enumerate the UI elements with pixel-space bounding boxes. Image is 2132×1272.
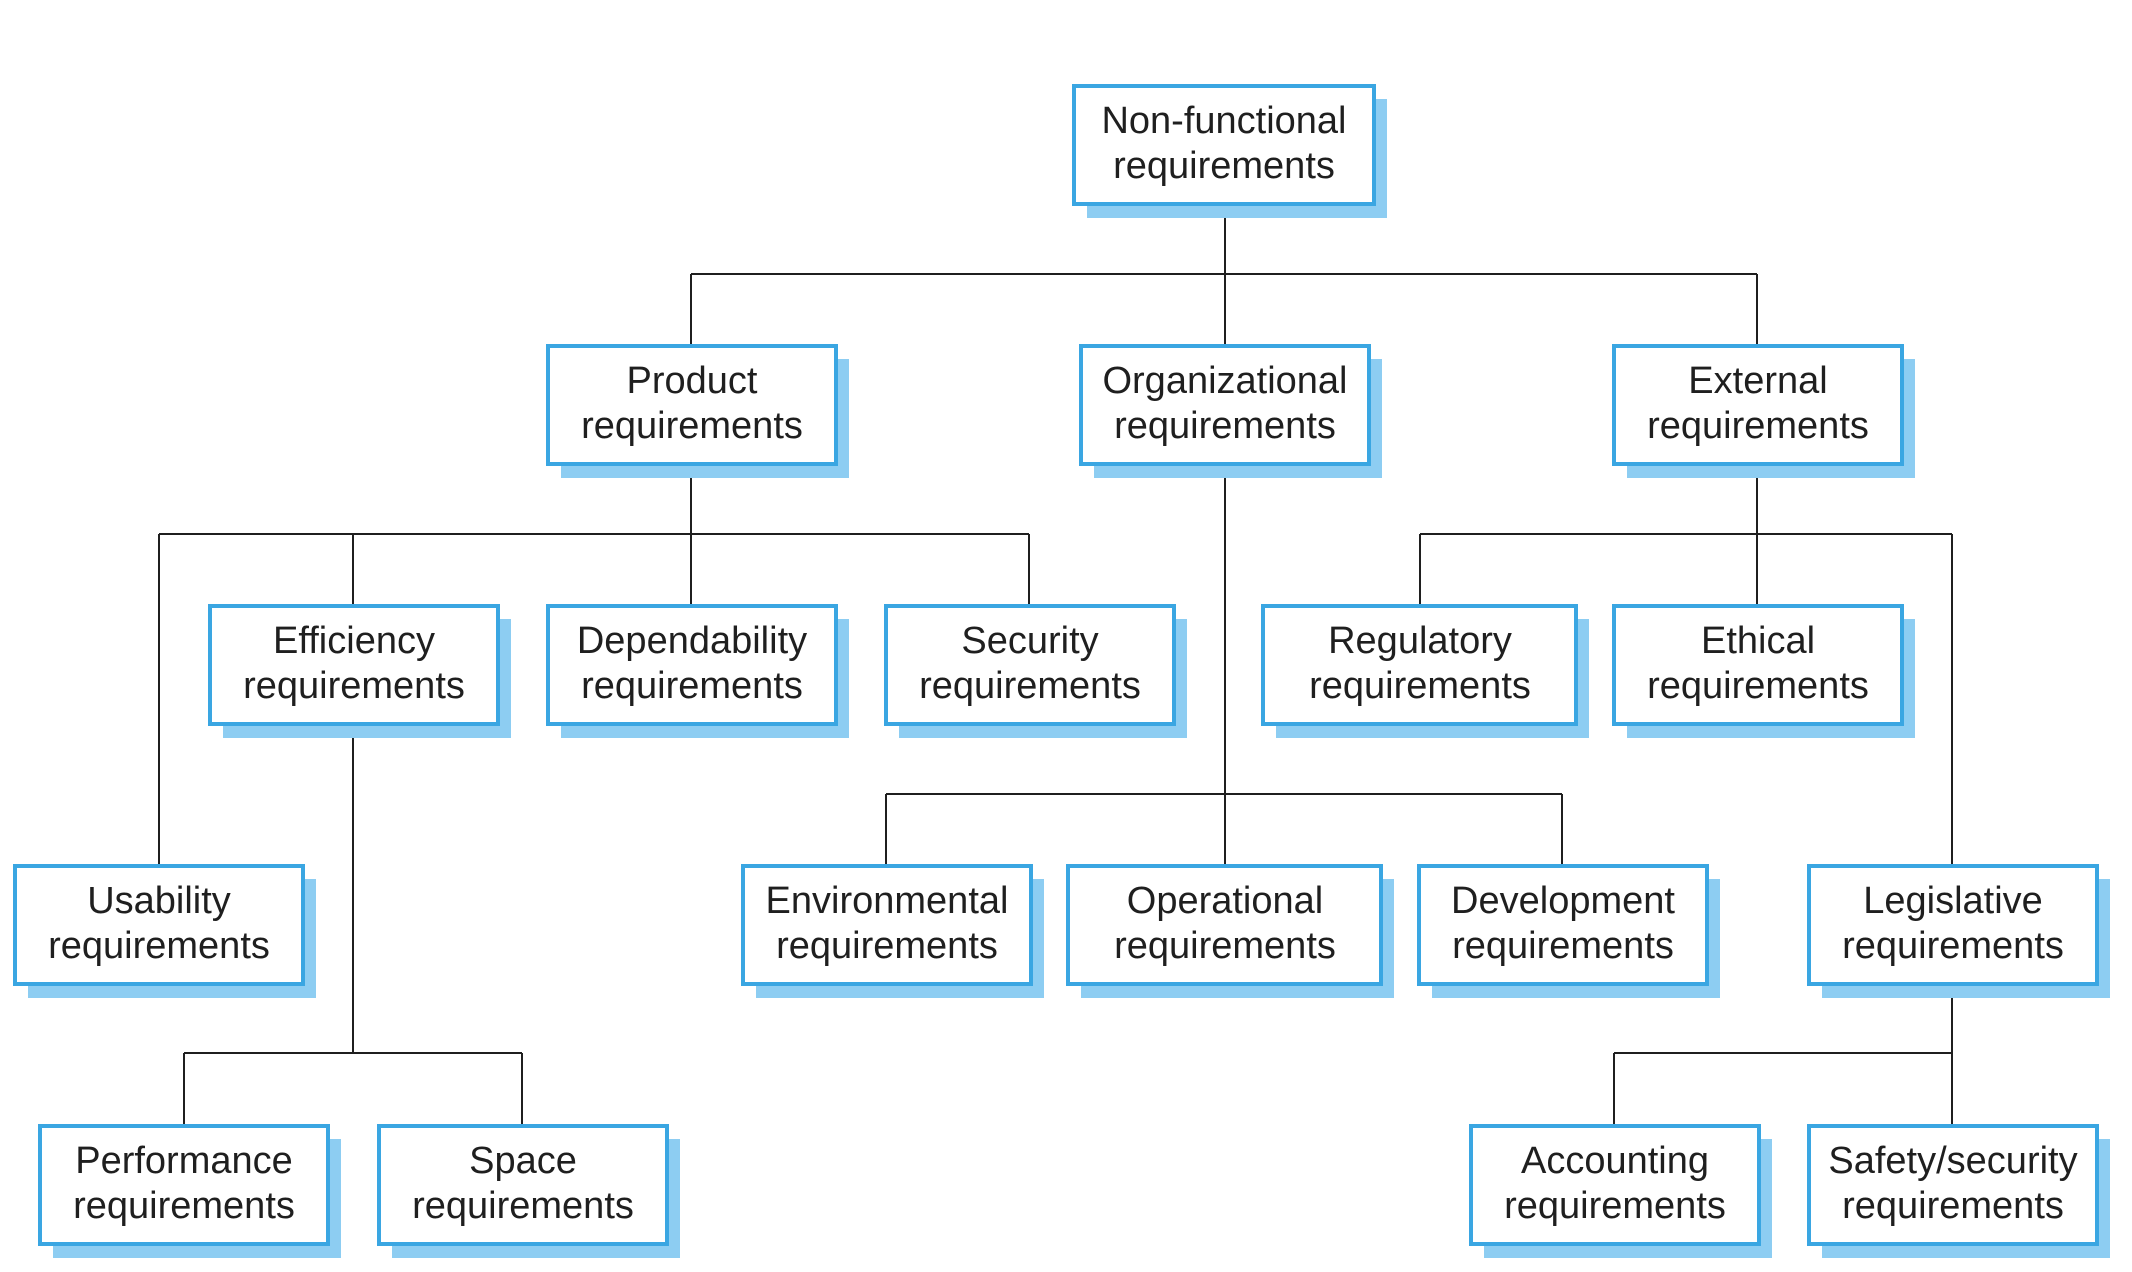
- node-product-requirements: Product requirements: [546, 344, 849, 478]
- node-usability-requirements: Usability requirements: [13, 864, 316, 998]
- node-environmental-requirements: Environmental requirements: [741, 864, 1044, 998]
- tree-connectors: [158, 204, 1953, 1125]
- node-label-line1: Organizational: [1102, 360, 1347, 402]
- node-organizational-requirements: Organizational requirements: [1079, 344, 1382, 478]
- node-label-line1: Product: [627, 360, 758, 402]
- node-external-requirements: External requirements: [1612, 344, 1915, 478]
- node-label-line1: Safety/security: [1828, 1140, 2077, 1182]
- node-label-line1: Operational: [1127, 880, 1323, 922]
- node-label-line2: requirements: [1504, 1185, 1726, 1227]
- node-label-line1: Regulatory: [1328, 620, 1512, 662]
- node-legislative-requirements: Legislative requirements: [1807, 864, 2110, 998]
- node-ethical-requirements: Ethical requirements: [1612, 604, 1915, 738]
- node-label-line2: requirements: [73, 1185, 295, 1227]
- node-label-line1: Legislative: [1863, 880, 2043, 922]
- node-label-line2: requirements: [1114, 925, 1336, 967]
- node-label-line2: requirements: [1452, 925, 1674, 967]
- node-dependability-requirements: Dependability requirements: [546, 604, 849, 738]
- node-label-line2: requirements: [581, 665, 803, 707]
- node-label-line1: External: [1688, 360, 1827, 402]
- node-label-line1: Efficiency: [273, 620, 435, 662]
- node-label-line2: requirements: [776, 925, 998, 967]
- node-label-line1: Space: [469, 1140, 577, 1182]
- node-label-line1: Usability: [87, 880, 231, 922]
- node-label-line1: Development: [1451, 880, 1675, 922]
- node-accounting-requirements: Accounting requirements: [1469, 1124, 1772, 1258]
- node-label-line2: requirements: [1113, 145, 1335, 187]
- node-space-requirements: Space requirements: [377, 1124, 680, 1258]
- node-label-line1: Ethical: [1701, 620, 1815, 662]
- node-label-line1: Environmental: [766, 880, 1009, 922]
- node-label-line2: requirements: [48, 925, 270, 967]
- node-label-line2: requirements: [412, 1185, 634, 1227]
- node-label-line2: requirements: [1842, 925, 2064, 967]
- node-label-line1: Dependability: [577, 620, 807, 662]
- node-label-line1: Performance: [75, 1140, 293, 1182]
- node-non-functional-requirements: Non-functional requirements: [1072, 84, 1387, 218]
- node-development-requirements: Development requirements: [1417, 864, 1720, 998]
- node-safety-security-requirements: Safety/security requirements: [1807, 1124, 2110, 1258]
- node-label-line2: requirements: [919, 665, 1141, 707]
- node-performance-requirements: Performance requirements: [38, 1124, 341, 1258]
- node-label-line2: requirements: [1647, 665, 1869, 707]
- node-operational-requirements: Operational requirements: [1066, 864, 1394, 998]
- node-label-line1: Accounting: [1521, 1140, 1709, 1182]
- node-label-line2: requirements: [581, 405, 803, 447]
- node-label-line2: requirements: [243, 665, 465, 707]
- node-label-line1: Non-functional: [1101, 100, 1346, 142]
- node-security-requirements: Security requirements: [884, 604, 1187, 738]
- node-label-line2: requirements: [1114, 405, 1336, 447]
- node-label-line1: Security: [961, 620, 1098, 662]
- node-efficiency-requirements: Efficiency requirements: [208, 604, 511, 738]
- node-label-line2: requirements: [1842, 1185, 2064, 1227]
- node-regulatory-requirements: Regulatory requirements: [1261, 604, 1589, 738]
- node-label-line2: requirements: [1309, 665, 1531, 707]
- node-label-line2: requirements: [1647, 405, 1869, 447]
